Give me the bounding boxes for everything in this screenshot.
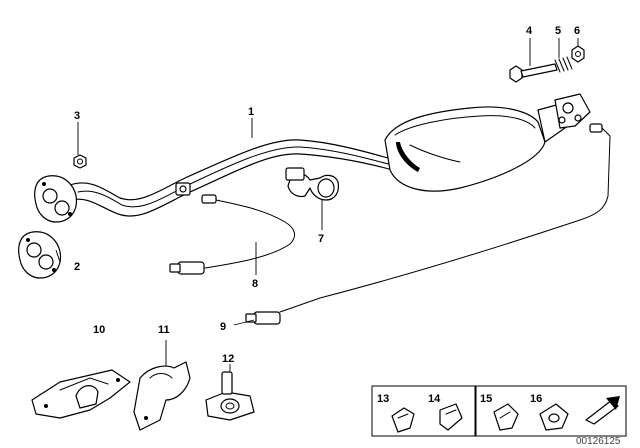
arrow-icon [585, 396, 620, 425]
clip-16-icon [539, 403, 569, 431]
callout-10: 10 [93, 324, 105, 336]
hex-nut [73, 154, 87, 169]
legend-box-right: 15 16 [475, 385, 627, 437]
clip-15-icon [493, 403, 519, 431]
callout-9: 9 [220, 321, 226, 333]
catalytic-converter [384, 93, 591, 192]
oxygen-sensor-front [169, 194, 296, 275]
callout-5: 5 [555, 25, 561, 37]
callout-labels: 1 2 3 4 5 6 7 8 9 10 11 12 [74, 25, 580, 365]
callout-16: 16 [530, 393, 542, 405]
legend-box-left: 13 14 [371, 385, 476, 437]
callout-15: 15 [480, 393, 492, 405]
callout-14: 14 [428, 393, 441, 405]
oxygen-sensor-rear [245, 123, 611, 325]
callout-12: 12 [222, 353, 234, 365]
flange-nut [571, 45, 585, 63]
callout-1: 1 [248, 106, 254, 118]
leader-lines [55, 38, 579, 372]
callout-2: 2 [74, 261, 80, 273]
callout-8: 8 [252, 278, 258, 290]
mounting-bracket [133, 361, 191, 431]
callout-7: 7 [318, 233, 324, 245]
callout-4: 4 [526, 25, 533, 37]
manifold-gasket-lower [18, 231, 62, 279]
callout-11: 11 [158, 324, 170, 336]
clip-14-icon [439, 403, 463, 431]
clip-13-icon [391, 407, 415, 433]
pipe-clamp [285, 167, 340, 201]
spring [554, 56, 573, 73]
diagram-reference-id: 00126125 [576, 436, 621, 447]
front-pipe [69, 139, 401, 217]
bolt [509, 63, 558, 83]
exhaust-hanger [205, 371, 255, 421]
callout-13: 13 [377, 393, 389, 405]
callout-3: 3 [74, 110, 80, 122]
heat-shield [31, 369, 131, 419]
callout-6: 6 [574, 25, 580, 37]
manifold-gasket-upper [34, 175, 78, 223]
